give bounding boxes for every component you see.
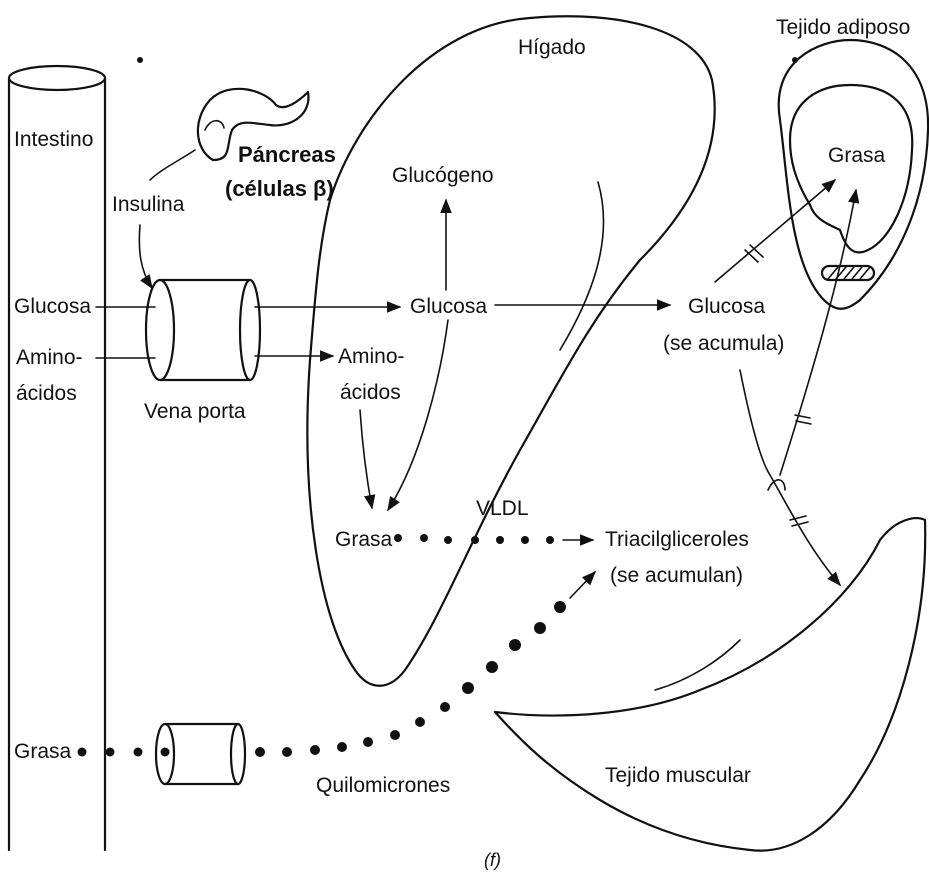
insulin-arrow [138,224,153,290]
label-insulina: Insulina [112,193,185,216]
portal-vein-cylinder [144,278,262,382]
figure-label: (f) [484,850,501,870]
label-celulas-beta: (células β) [225,176,334,201]
chylomicron-cylinder [154,722,247,786]
label-amino-higado-1: Amino- [338,345,405,368]
vldl-dots [394,534,554,544]
glucose-to-muscle-arrow [739,369,841,587]
label-triacilgliceroles-1: Triacilgliceroles [605,528,749,551]
label-grasa-adiposo: Grasa [828,144,886,167]
block-mark [795,420,812,425]
label-amino-intestino-2: ácidos [16,382,77,405]
amino-to-fat-arrow [359,409,376,510]
label-glucosa-acumula-1: Glucosa [688,295,765,318]
label-vena-porta: Vena porta [144,400,246,423]
label-pancreas: Páncreas [238,142,336,167]
label-glucosa-acumula-2: (se acumula) [663,332,784,355]
pancreas-shape [196,87,310,162]
intestine-fat-dots [77,747,170,757]
label-amino-intestino-1: Amino- [16,346,83,369]
liver-inner-curve [559,181,605,351]
triacyl-to-adipose-arrow [779,188,860,476]
chylomicron-arrow [569,570,596,599]
label-higado: Hígado [518,36,586,59]
label-vldl: VLDL [476,497,529,520]
block-mark [791,521,809,527]
label-quilomicrones: Quilomicrones [316,774,450,797]
block-mark [744,249,759,263]
label-tejido-adiposo: Tejido adiposo [776,16,910,39]
liver-outline [306,15,716,687]
crossing-hop [767,479,786,491]
block-mark [789,515,807,521]
muscle-gap-line [654,639,741,691]
label-grasa-intestino: Grasa [14,740,72,763]
block-mark [749,244,764,258]
label-glucosa-higado: Glucosa [410,295,487,318]
label-grasa-higado: Grasa [335,528,393,551]
glucose-to-fat-arrow [387,319,449,512]
insulin-line [149,149,196,181]
pancreas-inner-curl [204,119,225,131]
block-mark [794,414,811,419]
label-glucosa-intestino: Glucosa [14,295,91,318]
chylomicron-dots [255,601,566,757]
label-intestino: Intestino [14,128,93,151]
print-mark [792,57,798,63]
intestine-tube [7,64,107,852]
label-amino-higado-2: ácidos [340,381,401,404]
label-tejido-muscular: Tejido muscular [605,764,751,787]
adipose-tissue [777,38,929,310]
label-triacilgliceroles-2: (se acumulan) [610,564,743,587]
muscle-outline [493,517,927,852]
print-mark [137,57,143,63]
glucose-to-adipose-arrow [714,179,837,283]
label-glucogeno: Glucógeno [392,164,494,187]
